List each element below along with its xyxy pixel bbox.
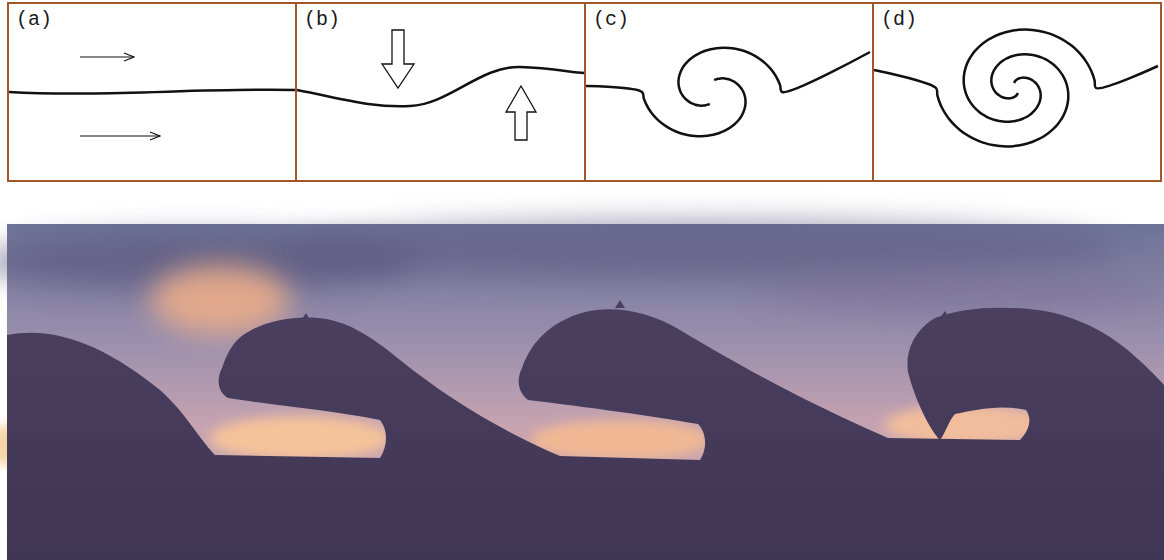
figure-panel: (c) — [584, 2, 874, 182]
figure-panel: (b) — [295, 2, 586, 182]
cloud-photo — [0, 220, 1164, 560]
shear-layer-a — [9, 57, 295, 136]
panel-label: (a) — [16, 8, 52, 32]
shear-layer-b — [297, 30, 584, 140]
panel-label: (c) — [593, 8, 629, 32]
figure-panel: (a) — [7, 2, 297, 182]
figure-panel: (d) — [872, 2, 1162, 182]
vortex-curve — [678, 48, 870, 106]
panel-label: (b) — [304, 8, 340, 32]
vortex-curve — [964, 30, 1158, 122]
vortex-curve — [586, 78, 746, 136]
panel-label: (d) — [881, 8, 917, 32]
